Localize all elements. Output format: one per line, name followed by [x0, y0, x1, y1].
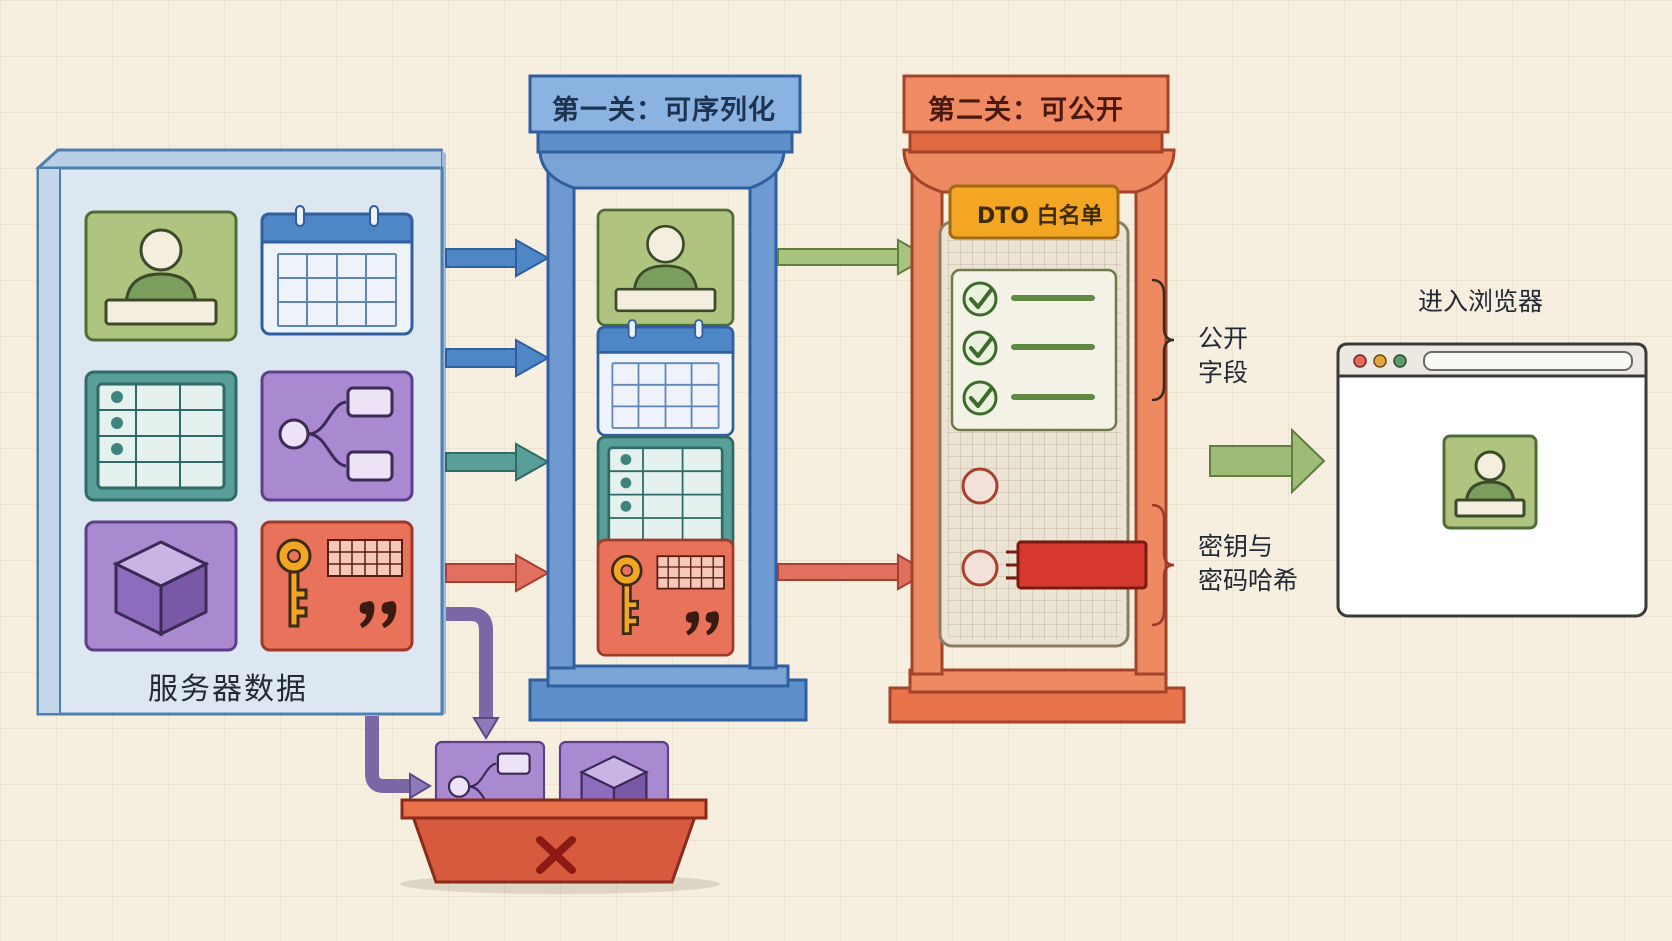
secrets-label: 密钥与 密码哈希 — [1198, 530, 1298, 598]
gate1-secret-key-icon — [596, 538, 735, 657]
public-field-check-icon — [962, 330, 998, 366]
arrow-secret-to-gate2 — [777, 553, 931, 591]
arrow-to-browser — [1209, 427, 1326, 495]
public-fields-label: 公开 字段 — [1198, 322, 1248, 390]
gate1-title: 第一关：可序列化 — [552, 95, 776, 126]
server-table-icon — [84, 370, 238, 502]
public-field-check-icon — [962, 281, 998, 317]
browser-label: 进入浏览器 — [1418, 287, 1544, 316]
address-bar — [1423, 351, 1633, 371]
server-graph-icon — [260, 370, 414, 502]
blocked-secret-bar — [1006, 540, 1148, 590]
arrow-table-to-gate1 — [445, 442, 551, 482]
reject-x-icon — [536, 836, 576, 874]
private-field-circle-icon — [961, 549, 999, 587]
arrow-calendar-to-gate1 — [445, 338, 551, 378]
public-fields-label-line: 字段 — [1198, 358, 1249, 387]
public-fields-label-line: 公开 — [1198, 324, 1249, 353]
arrow-user-to-gate2 — [777, 238, 931, 276]
server-data-title: 服务器数据 — [148, 672, 308, 707]
server-secret-key-icon — [260, 520, 414, 652]
private-field-circle-icon — [961, 467, 999, 505]
gate2-title: 第二关：可公开 — [928, 95, 1124, 126]
arrow-user-to-gate1 — [445, 238, 551, 278]
server-user-card-icon — [84, 210, 238, 342]
secrets-label-line: 密码哈希 — [1198, 566, 1299, 595]
gate1-calendar-icon — [596, 318, 735, 437]
reject-arrows — [365, 607, 500, 800]
browser-user-card-icon — [1442, 434, 1538, 530]
arrow-secret-to-gate1 — [445, 553, 551, 593]
public-field-check-icon — [962, 380, 998, 416]
gate1-table-icon — [596, 435, 735, 554]
gate1-user-card-icon — [596, 208, 735, 327]
public-fields-brace — [1151, 278, 1175, 402]
reject-bin — [400, 798, 720, 894]
dto-whitelist-label: DTO 白名单 — [977, 204, 1103, 229]
secrets-label-line: 密钥与 — [1198, 532, 1274, 561]
gate1-frame — [528, 74, 808, 722]
maximize-window-icon — [1393, 354, 1407, 368]
public-field-lines — [1011, 295, 1095, 400]
minimize-window-icon — [1373, 354, 1387, 368]
close-window-icon — [1353, 354, 1367, 368]
server-cube-icon — [84, 520, 238, 652]
whitelist-tab — [948, 184, 1120, 240]
secrets-brace — [1151, 503, 1175, 627]
server-calendar-icon — [260, 204, 414, 336]
